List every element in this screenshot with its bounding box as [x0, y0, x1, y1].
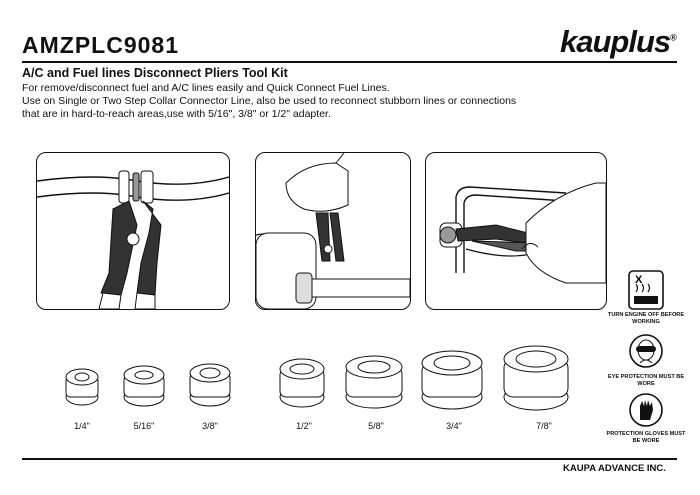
adapter-5-16: [123, 365, 165, 407]
warning-label: TURN ENGINE OFF BEFORE WORKING: [607, 312, 685, 325]
adapter-1-2: [279, 358, 325, 408]
adapter-set: [65, 345, 569, 411]
adapter-5-8: [345, 355, 403, 409]
adapter-3-4: [421, 350, 483, 410]
eye-protection-icon: [629, 334, 663, 368]
adapter-size-label: 1/4": [74, 421, 90, 431]
adapter-size-label: 3/4": [446, 421, 462, 431]
warning-label: PROTECTION GLOVES MUST BE WORE: [606, 431, 686, 444]
header-divider: [22, 61, 677, 63]
description-line-3: that are in hard-to-reach areas,use with…: [22, 108, 331, 120]
adapter-size-label: 5/8": [368, 421, 384, 431]
adapter-size-label: 5/16": [133, 421, 155, 431]
product-title: A/C and Fuel lines Disconnect Pliers Too…: [22, 66, 288, 80]
description-line-2: Use on Single or Two Step Collar Connect…: [22, 95, 517, 107]
pliers-on-fuel-line-illustration: [36, 152, 230, 310]
adapter-1-4: [65, 368, 99, 406]
hand-squeezing-pliers-illustration: [255, 152, 411, 310]
description-line-1: For remove/disconnect fuel and A/C lines…: [22, 82, 390, 94]
brand-logo: kauplus®: [560, 24, 677, 60]
hand-using-pliers-on-ac-line-illustration: [425, 152, 607, 310]
adapter-size-label: 7/8": [536, 421, 552, 431]
adapter-size-label: 1/2": [296, 421, 312, 431]
gloves-icon: [629, 393, 663, 427]
warning-label: EYE PROTECTION MUST BE WORE: [607, 374, 685, 387]
adapter-7-8: [503, 345, 569, 411]
brand-name: kauplus: [560, 24, 671, 59]
registered-mark: ®: [670, 32, 677, 43]
svg-text:X: X: [635, 274, 643, 286]
engine-off-icon: X: [628, 270, 664, 310]
adapter-3-8: [189, 363, 231, 407]
company-name: KAUPA ADVANCE INC.: [563, 463, 666, 474]
footer-divider: [22, 458, 677, 460]
model-number: AMZPLC9081: [22, 32, 179, 58]
adapter-size-label: 3/8": [202, 421, 218, 431]
